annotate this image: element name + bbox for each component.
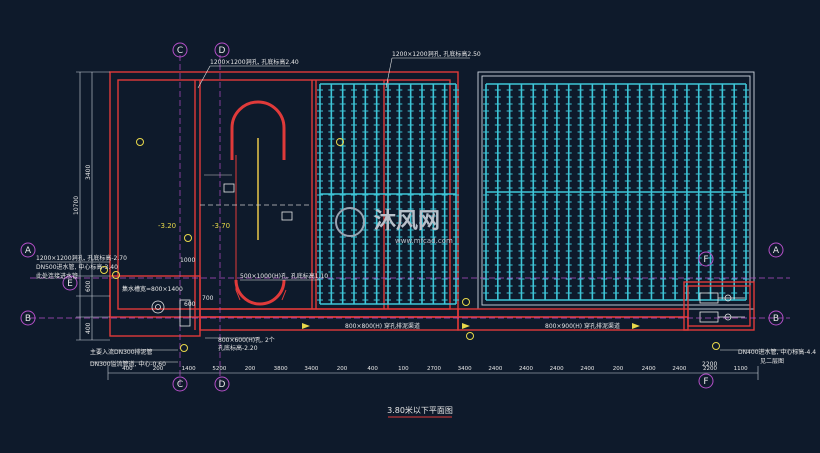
bottom-dim-label: 200 [153, 366, 164, 372]
left-dimension-lines [76, 71, 110, 341]
dim-v-1: 3400 [85, 165, 92, 180]
axis-b-right: B [773, 314, 779, 324]
watermark-text: 沐风网 [374, 209, 440, 234]
axis-b-left: B [25, 314, 31, 324]
bottom-dim-label: 2400 [580, 366, 594, 372]
note-opening-top-mid: 1200×1200洞孔, 孔底标高2.50 [392, 50, 481, 58]
bottom-dim-label: 2700 [427, 366, 441, 372]
note-channel-a: 集水槽宽=800×1400 [122, 285, 183, 293]
leader-lines [40, 57, 800, 363]
level-b: -3.70 [212, 222, 230, 230]
drawing-title: 3.80米以下平面图 [387, 405, 453, 415]
bottom-dim-label: 2400 [672, 366, 686, 372]
bottom-dim-label: 2400 [550, 366, 564, 372]
level-a: -3.20 [158, 222, 176, 230]
dim-700: 700 [202, 295, 214, 302]
watermark-url: www.mfcad.com [395, 237, 453, 245]
note-pipe-right: DN400进水管, 中心标高-4.4 [738, 348, 816, 356]
bottom-dim-label: 3400 [304, 366, 318, 372]
axis-f-top: F [703, 255, 708, 265]
reference-markers [100, 138, 720, 352]
bottom-dim-label: 1400 [182, 366, 196, 372]
right-bottom-channel [457, 281, 755, 331]
axis-c-bottom: C [177, 380, 183, 390]
axis-bubbles [20, 42, 784, 392]
bottom-dim-label: 2400 [488, 366, 502, 372]
equipment-symbols [151, 183, 293, 327]
dim-v-4: 400 [85, 322, 92, 334]
bottom-dim-label: 200 [245, 366, 256, 372]
bottom-dim-label: 400 [367, 366, 378, 372]
flow-arrows [302, 323, 640, 329]
axis-a-right: A [773, 246, 780, 256]
level-labels: -3.20 -3.70 [158, 222, 230, 230]
note-weir-b: 800×600(H)孔, 2个 [218, 336, 275, 344]
axis-f-bottom: F [703, 377, 708, 387]
bottom-dim-label: 3400 [458, 366, 472, 372]
note-pipe-left: DN500进水管, 中心标高-3.40 [36, 263, 118, 271]
note-weir-b2: 孔底标高-2.20 [218, 344, 258, 352]
note-channel-b: 800×800(H) 穿孔排泥渠道 [345, 322, 420, 330]
bottom-dimension-labels: 400 200 1400 5200 200 3800 3400 200 400 100 2700 34… [122, 366, 748, 372]
note-opening-left: 1200×1200洞孔, 孔底标高-2.70 [36, 254, 127, 262]
bottom-dim-label: 200 [337, 366, 348, 372]
diffuser-grid-right [483, 83, 749, 301]
watermark: 沐风网 www.mfcad.com [335, 207, 453, 245]
dim-600: 600 [184, 301, 196, 308]
note-channel-c: 800×900(H) 穿孔排泥渠道 [545, 322, 620, 330]
note-pipe-bottom-2: DN300溢流管道, 中心-0.60 [90, 360, 166, 368]
note-pipe-right-2: 见二层图 [760, 358, 784, 365]
bottom-dim-label: 2200 [703, 366, 717, 372]
dim-2200: 2200 [702, 361, 717, 368]
bottom-dim-label: 2400 [519, 366, 533, 372]
right-pipe-valves [699, 292, 745, 323]
bottom-dim-label: 2400 [642, 366, 656, 372]
axis-c-top: C [177, 46, 183, 56]
diffuser-grid-middle [317, 83, 459, 305]
bottom-dim-label: 200 [613, 366, 624, 372]
note-weir-a: 500×1000(H)孔, 孔底标高1.10 [240, 272, 328, 280]
dim-1000: 1000 [180, 257, 195, 264]
axis-bubble-labels: C D C D A B E A B F F [25, 46, 780, 390]
dim-v-3: 600 [85, 280, 92, 292]
bottom-dim-label: 100 [398, 366, 409, 372]
axis-d-bottom: D [219, 380, 226, 390]
axis-a-left: A [25, 246, 32, 256]
annotation-text: 1200×1200洞孔, 孔底标高2.40 1200×1200洞孔, 孔底标高2… [36, 50, 816, 368]
bottom-dim-label: 5200 [212, 366, 226, 372]
axis-grid-lines [30, 55, 790, 385]
bottom-dimension-lines [107, 366, 759, 380]
axis-d-top: D [219, 46, 226, 56]
dim-vertical-total: 10700 [73, 196, 80, 215]
bottom-dim-label: 400 [122, 366, 133, 372]
vertical-dim-labels: 10700 3400 600 400 [73, 165, 92, 334]
note-opening-top-left: 1200×1200洞孔, 孔底标高2.40 [210, 58, 299, 66]
bottom-dim-label: 3800 [274, 366, 288, 372]
note-pipe-left-2: 此处连接进水管 [36, 272, 78, 280]
bottom-dim-label: 1100 [734, 366, 748, 372]
axis-e-left: E [67, 279, 73, 289]
left-tank-yellow-lines [204, 138, 259, 240]
note-pipe-bottom: 主要入流DN300排泥管 [90, 348, 153, 356]
drawing-title-group: 3.80米以下平面图 [387, 405, 453, 418]
